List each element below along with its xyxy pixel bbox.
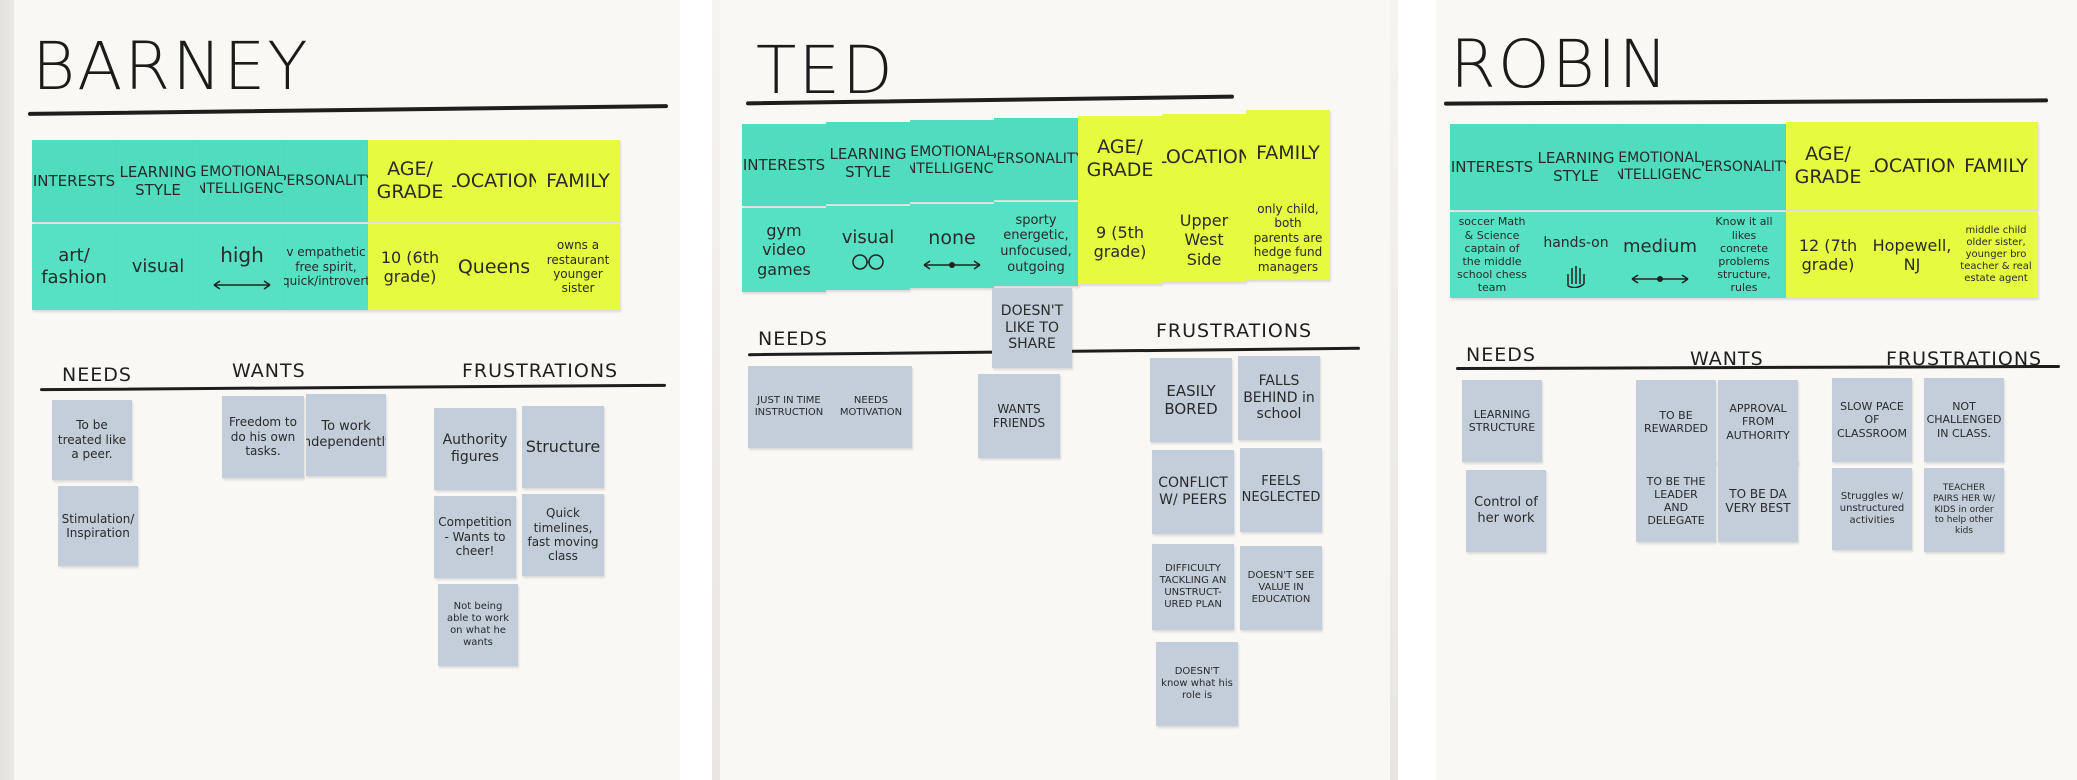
header-note-emotional-intelligence: EMOTIONAL INTELLIGENCE <box>1618 124 1702 210</box>
value-note-learning-style: visual <box>116 224 200 310</box>
value-note-interests: art/ fashion <box>32 224 116 310</box>
frustration-note: EASILY BORED <box>1150 358 1232 442</box>
want-note: DOESN'T LIKE TO SHARE <box>992 288 1072 368</box>
want-note: To work independently <box>306 394 386 476</box>
header-note-learning-style: LEARNING STYLE <box>826 122 910 204</box>
section-label-frustrations: FRUSTRATIONS <box>1156 320 1313 342</box>
value-note-location: Hopewell, NJ <box>1870 212 1954 298</box>
frustration-note: DOESN'T know what his role is <box>1156 642 1238 726</box>
value-note-interests: soccer Math & Science captain of the mid… <box>1450 212 1534 298</box>
header-note-interests: INTERESTS <box>742 124 826 206</box>
want-note: WANTS FRIENDS <box>978 374 1060 458</box>
persona-board-ted: TED INTERESTS LEARNING STYLE EMOTIONAL I… <box>712 0 1398 780</box>
value-note-age-grade: 9 (5th grade) <box>1078 200 1162 284</box>
value-note-personality: sporty energetic, unfocused, outgoing <box>994 202 1078 286</box>
frustration-note: NOT CHALLENGED IN CLASS. <box>1924 378 2004 462</box>
section-label-frustrations: FRUSTRATIONS <box>462 360 619 382</box>
persona-name: TED <box>756 32 895 109</box>
value-note-family: middle child older sister, younger bro t… <box>1954 212 2038 298</box>
scale-arrow-icon <box>923 260 981 270</box>
value-note-family: only child, both parents are hedge fund … <box>1246 196 1330 280</box>
want-note: TO BE REWARDED <box>1636 380 1716 464</box>
frustration-note: Struggles w/ unstructured activities <box>1832 468 1912 550</box>
scale-arrow-icon <box>1631 274 1689 284</box>
header-note-emotional-intelligence: EMOTIONAL INTELLIGENCE <box>910 120 994 202</box>
section-label-frustrations: FRUSTRATIONS <box>1886 348 2043 370</box>
value-note-location: Upper West Side <box>1162 198 1246 282</box>
need-note: NEEDS MOTIVATION <box>830 366 912 448</box>
value-note-personality: v empathetic free spirit, quick/introver… <box>284 224 368 310</box>
section-label-wants: WANTS <box>232 360 306 382</box>
need-note: LEARNING STRUCTURE <box>1462 380 1542 462</box>
value-note-learning-style: hands-on <box>1534 212 1618 298</box>
persona-name: BARNEY <box>32 28 310 105</box>
header-note-personality: PERSONALITY <box>1702 124 1786 210</box>
header-note-family: FAMILY <box>536 140 620 222</box>
header-note-age-grade: AGE/ GRADE <box>1078 116 1162 202</box>
header-note-personality: PERSONALITY <box>284 140 368 222</box>
value-note-age-grade: 12 (7th grade) <box>1786 212 1870 298</box>
want-note: TO BE THE LEADER AND DELEGATE <box>1636 460 1716 542</box>
section-label-needs: NEEDS <box>758 328 828 350</box>
value-note-emotional-intelligence: high <box>200 224 284 310</box>
section-label-wants: WANTS <box>1690 348 1764 370</box>
header-note-emotional-intelligence: EMOTIONAL INTELLIGENCE <box>200 140 284 222</box>
header-note-location: LOCATION <box>452 140 536 222</box>
scale-arrow-icon <box>213 280 271 290</box>
frustration-note: Competition - Wants to cheer! <box>434 496 516 578</box>
header-note-location: LOCATION <box>1870 122 1954 210</box>
frustration-note: Structure <box>522 406 604 488</box>
frustration-note: Not being able to work on what he wants <box>438 584 518 666</box>
persona-name: ROBIN <box>1450 26 1670 103</box>
frustration-note: FEELS NEGLECTED <box>1240 448 1322 532</box>
section-label-needs: NEEDS <box>62 364 132 386</box>
persona-board-robin: ROBIN INTERESTS LEARNING STYLE EMOTIONAL… <box>1436 0 2077 780</box>
value-note-emotional-intelligence: medium <box>1618 212 1702 298</box>
header-note-location: LOCATION <box>1162 114 1246 200</box>
value-note-emotional-intelligence: none <box>910 204 994 288</box>
frustration-note: FALLS BEHIND in school <box>1238 356 1320 440</box>
section-label-needs: NEEDS <box>1466 344 1536 366</box>
value-note-interests: gym video games <box>742 208 826 292</box>
header-note-age-grade: AGE/ GRADE <box>1786 122 1870 210</box>
want-note: TO BE DA VERY BEST <box>1718 460 1798 542</box>
header-note-family: FAMILY <box>1954 122 2038 210</box>
need-note: JUST IN TIME INSTRUCTION <box>748 366 830 448</box>
frustration-note: DIFFICULTY TACKLING AN UNSTRUCT-URED PLA… <box>1152 544 1234 630</box>
header-note-interests: INTERESTS <box>32 140 116 222</box>
header-note-learning-style: LEARNING STYLE <box>1534 124 1618 210</box>
header-note-personality: PERSONALITY <box>994 118 1078 200</box>
header-note-learning-style: LEARNING STYLE <box>116 140 200 222</box>
header-note-age-grade: AGE/ GRADE <box>368 140 452 222</box>
frustration-note: Quick timelines, fast moving class <box>522 494 604 576</box>
persona-board-barney: BARNEY INTERESTS LEARNING STYLE EMOTIONA… <box>0 0 680 780</box>
want-note: APPROVAL FROM AUTHORITY <box>1718 380 1798 464</box>
need-note: Stimulation/ Inspiration <box>58 486 138 566</box>
value-note-personality: Know it all likes concrete problems stru… <box>1702 212 1786 298</box>
frustration-note: TEACHER PAIRS HER W/ KIDS in order to he… <box>1924 468 2004 552</box>
header-note-interests: INTERESTS <box>1450 124 1534 210</box>
need-note: Control of her work <box>1466 470 1546 552</box>
want-note: Freedom to do his own tasks. <box>222 396 304 478</box>
need-note: To be treated like a peer. <box>52 400 132 480</box>
frustration-note: DOESN'T SEE VALUE IN EDUCATION <box>1240 546 1322 630</box>
value-note-family: owns a restaurant younger sister <box>536 224 620 310</box>
frustration-note: CONFLICT W/ PEERS <box>1152 450 1234 534</box>
value-note-location: Queens <box>452 224 536 310</box>
value-note-learning-style: visual <box>826 206 910 290</box>
header-note-family: FAMILY <box>1246 110 1330 196</box>
frustration-note: SLOW PACE OF CLASSROOM <box>1832 378 1912 462</box>
value-note-age-grade: 10 (6th grade) <box>368 224 452 310</box>
frustration-note: Authority figures <box>434 408 516 490</box>
